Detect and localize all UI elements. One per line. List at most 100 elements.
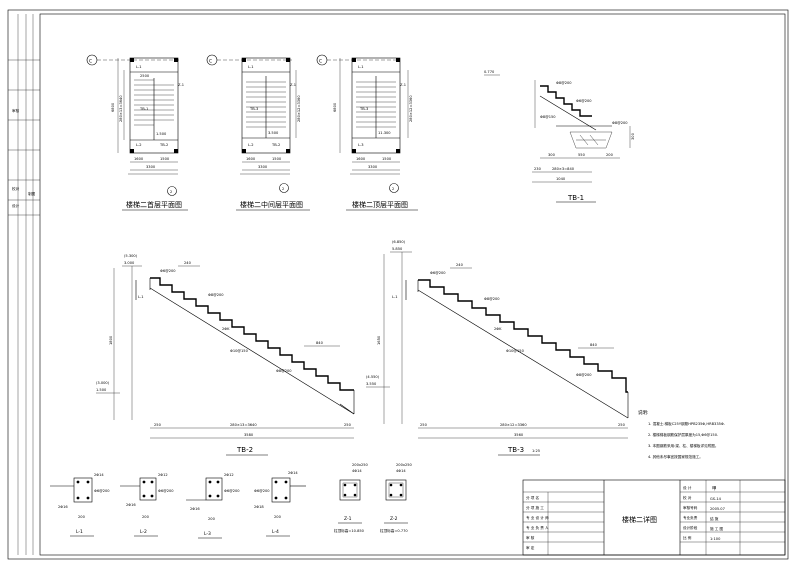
plan3-dim-1600: 1600: [356, 157, 366, 161]
plan1-axis-bubble: [167, 186, 177, 196]
stair-well: [241, 57, 291, 154]
plan3-dim-3300: 3300: [368, 165, 378, 169]
plan3-axis-bubble: [389, 183, 399, 193]
grid-label: C: [319, 59, 322, 65]
tb2-elev-top2: 3.000: [124, 261, 135, 265]
tb2-rebar-d: Φ10@150: [230, 349, 249, 353]
tb2-dim-run: 280×13=3640: [230, 423, 257, 427]
plan3-label-z1: Z-1: [400, 83, 406, 87]
plan3-dim-left: 6800: [333, 102, 337, 112]
tb1-dim-h: 300: [631, 132, 635, 140]
note-1: 1. 混凝土:梯板C25Y钢筋HPB235Φ,HRB335Φ.: [648, 421, 725, 426]
tb3-rebar-e: Φ8@200: [576, 373, 592, 377]
plan2-dim-3300: 3300: [258, 165, 268, 169]
plan1-label-z1: Z-1: [178, 83, 184, 87]
plan2-dim-run: 280×12=3360: [297, 95, 301, 122]
strip-label-3: 设计: [12, 203, 20, 208]
plan2-label-tb3: TB-3: [249, 107, 258, 111]
tb3-scale: 1:25: [532, 449, 540, 453]
plan1-label-2500: 2500: [140, 74, 150, 78]
tb-right-value-6: 1:100: [710, 537, 721, 541]
section-tb2: (5.300) 3.000 L-1 Φ6@200 240 Φ8@200 2ΦK …: [96, 254, 355, 456]
plan3-label-l1: L-1: [358, 65, 364, 69]
z1-title: Z-1: [344, 516, 352, 522]
tb3-title: TB-3: [507, 446, 524, 454]
tb-right-label-3: 审核号码: [683, 505, 698, 510]
note-4: 4. 其他未尽事宜按国家规范施工。: [648, 454, 703, 459]
tb-right-label-2: 校 对: [683, 495, 692, 500]
tb3-rebar-d: Φ10@150: [506, 349, 525, 353]
l4-title: L-4: [272, 529, 279, 535]
tb1-dim-f: 1040: [556, 177, 566, 181]
left-strip: 审核 校对 设计 制图: [8, 14, 40, 555]
beam-l4: 2Φ14 2Φ18 Φ6@200 200 L-4: [254, 471, 306, 537]
tb-left-row-3: 专 业 设 计 师: [526, 515, 549, 520]
tb2-rebar-a: Φ6@200: [160, 269, 176, 273]
tb2-elev-bot2: 1.500: [96, 388, 107, 392]
plan3-dim-run: 280×12=3360: [409, 95, 413, 122]
beam-l2: 2Φ12 2Φ16 Φ6@200 200 L-2: [120, 473, 174, 537]
tb3-elev-top2: 5.850: [392, 247, 403, 251]
tb-right-value-1: 甲: [712, 486, 717, 492]
plan2-dim-1600: 1600: [246, 157, 256, 161]
l2-title: L-2: [140, 529, 147, 535]
tb1-dim-a: 300: [548, 153, 556, 157]
plan2-label-l2: L-2: [248, 143, 254, 147]
grid-label: C: [209, 59, 212, 65]
tb-right-label-4: 专业负责: [683, 515, 698, 520]
tb1-rebar-d: Φ8@200: [612, 121, 628, 125]
grid-label: C: [89, 59, 92, 65]
tb-drawing-name: 楼梯二详图: [622, 515, 657, 524]
z2-bars: 4Φ14: [396, 469, 406, 473]
tb2-dim-840: 840: [316, 341, 324, 345]
l1-bot: 2Φ16: [58, 505, 68, 509]
plan3-label-tb3: TB-3: [359, 107, 368, 111]
section-tb1: 0.770 Φ8@200 Φ6@200 Φ8@150 Φ8@200 300 30…: [484, 70, 635, 203]
tb3-rebar-a: Φ6@200: [430, 271, 446, 275]
l4-w: 200: [274, 515, 282, 519]
plan2-label-z1: Z-1: [290, 83, 296, 87]
l1-stir: Φ6@200: [94, 489, 110, 493]
outer-border: [7, 9, 789, 560]
tb3-dim-total: 3560: [514, 433, 524, 437]
tb3-dim-240: 240: [456, 263, 464, 267]
section-tb3: (6.850) 5.850 L-1 Φ6@200 240 Φ8@200 2ΦK …: [366, 240, 629, 456]
l2-stir: Φ6@200: [158, 489, 174, 493]
tb-right-label-6: 比 例: [683, 535, 692, 540]
beam-sections: 2Φ14 2Φ16 Φ6@200 200 L-1 2Φ12 2Φ16 Φ6@20…: [50, 471, 306, 539]
tb3-elev-bot2: 3.550: [366, 382, 377, 386]
tb3-l1: L-1: [392, 295, 398, 299]
tb-right-value-2: GS-14: [710, 497, 722, 501]
z2-note: 柱顶标高=0.770: [380, 528, 408, 533]
plan1-label-tb1: TB-1: [139, 107, 148, 111]
l3-w: 200: [208, 517, 216, 521]
plan2-label-elev: 3.500: [268, 131, 279, 135]
stair-well: [129, 57, 179, 154]
tb1-dim-d: 230: [534, 167, 542, 171]
l3-bot: 2Φ16: [190, 507, 200, 511]
plan2-dim-1500: 1500: [272, 157, 282, 161]
plan1-title: 楼梯二首层平面图: [126, 200, 182, 209]
plan1-axis-label: 2: [170, 190, 172, 194]
tb1-dim-b: 550: [578, 153, 586, 157]
z1-bars: 4Φ14: [352, 469, 362, 473]
tb2-rebar-b: Φ8@200: [208, 293, 224, 297]
l1-title: L-1: [76, 529, 83, 535]
tb-right-label-1: 设 计: [683, 485, 692, 490]
tb-right-label-5: 设计阶段: [683, 525, 698, 530]
plan1-dim-1600: 1600: [134, 157, 144, 161]
plan3-label-l3: L-3: [358, 143, 364, 147]
plan1-label-elev: 1.500: [156, 132, 167, 136]
l1-w: 200: [78, 515, 86, 519]
plan1-dim-run: 280×13=3640: [119, 95, 123, 122]
plan3-label-elev: 11.300: [378, 131, 391, 135]
note-2: 2. 楼梯梯板钢筋保护层厚度为15,Φ6@150.: [648, 432, 718, 437]
tb3-elev-bot: (4.550): [366, 375, 380, 379]
stair-well: [351, 57, 401, 154]
column-z1: 200x250 4Φ14 Z-1 柱顶标高=10.850: [334, 463, 369, 533]
tb1-dim-e: 280×3=840: [552, 167, 575, 171]
tb-right-value-4: 结 施: [710, 516, 719, 521]
plan1-dim-left: 6800: [111, 102, 115, 112]
tb1-rebar-b: Φ6@200: [576, 99, 592, 103]
